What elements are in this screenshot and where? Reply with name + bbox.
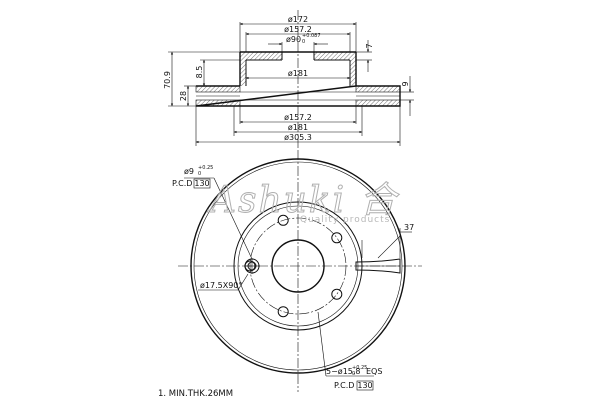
disc-plate-lower-left <box>195 99 241 107</box>
bolt-suffix: EQS <box>366 367 382 376</box>
bolt-label: 5−ø15.8 <box>326 367 361 376</box>
leader-bolt <box>317 311 327 377</box>
hat-hatch-top-left <box>240 52 282 60</box>
disc-plate-upper-right <box>355 85 401 93</box>
dim-181-top-label: ø181 <box>288 69 308 78</box>
hole-tol-lower: 0 <box>198 171 201 177</box>
hole-tol-upper: +0.25 <box>198 165 213 171</box>
dim-157-bot-label: ø157.2 <box>284 113 312 122</box>
bolt-hole <box>331 232 343 244</box>
pcd-top-box <box>193 178 211 189</box>
dim-181-bot-label: ø181 <box>288 123 308 132</box>
front-view: 37 ø9 +0.25 0 P.C.D 130 ø17.5X90° 5−ø15.… <box>172 150 422 392</box>
dim-90-tol-upper: +0.087 <box>302 33 321 39</box>
dim-305-label: ø305.3 <box>284 133 312 142</box>
watermark-brand: Ashuki <box>207 180 346 221</box>
dim-9-label: 9 <box>401 81 410 86</box>
pcd-top-value: 130 <box>194 179 209 188</box>
hole-label: ø9 <box>184 167 194 176</box>
watermark: Ashuki 合 Quality products <box>207 180 400 226</box>
section-view: ø172 ø157.2 ø90 +0.087 0 7 ø181 70.9 8.5 <box>163 10 414 150</box>
dim-90-label: ø90 <box>286 35 301 44</box>
dim-8-5-label: 8.5 <box>195 66 204 79</box>
hat-hatch-left-wall <box>240 60 246 86</box>
center-bore <box>271 239 325 293</box>
disc-slot <box>355 258 401 274</box>
bolt-tol-lower: 0 <box>352 371 355 377</box>
bolt-hole <box>277 214 289 226</box>
dim-7-label: 7 <box>365 43 374 48</box>
dim-172-label: ø172 <box>288 15 308 24</box>
disc-plate-upper-left <box>195 85 241 93</box>
min-thickness-note: 1. MIN.THK.26MM <box>158 389 233 399</box>
bolt-tol-upper: +0.25 <box>352 365 367 371</box>
leader-hole <box>213 177 253 260</box>
watermark-tagline: Quality products <box>300 215 390 225</box>
hat-hatch-top-right <box>314 52 356 60</box>
pcd-top-prefix: P.C.D <box>172 179 192 188</box>
leader-chamfer <box>237 273 249 291</box>
hat-hatch-right-wall <box>350 60 356 86</box>
disc-outer-edge <box>190 158 406 374</box>
chamfer-label: ø17.5X90° <box>200 281 242 290</box>
dim-37-label: 37 <box>404 223 414 232</box>
watermark-logo-glyph: 合 <box>360 180 400 221</box>
pcd-bottom-value: 130 <box>357 381 372 390</box>
pcd-bottom-box <box>356 380 374 391</box>
bolt-hole <box>331 288 343 300</box>
bolt-hole <box>277 306 289 318</box>
pcd-bottom-prefix: P.C.D <box>334 381 354 390</box>
dim-37-diag <box>377 235 401 259</box>
disc-plate-lower-right <box>355 99 401 107</box>
dim-28-label: 28 <box>179 91 188 101</box>
disc-outer-chamfer <box>193 161 403 371</box>
dim-70-label: 70.9 <box>163 71 172 89</box>
dim-90-tol-lower: 0 <box>302 39 305 45</box>
dim-157-top-label: ø157.2 <box>284 25 312 34</box>
